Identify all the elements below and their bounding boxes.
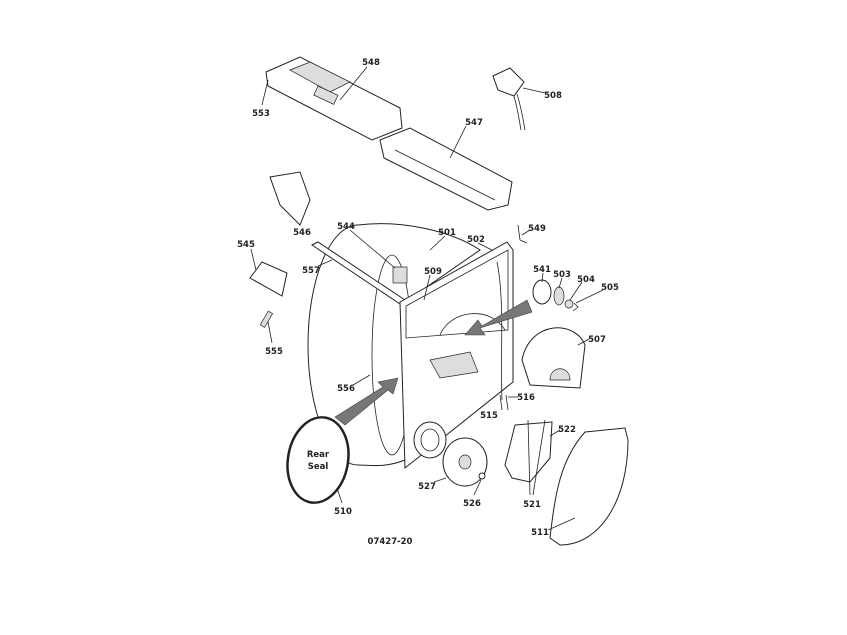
part-502-rear-panel: [399, 241, 514, 470]
label-522: 522: [558, 425, 576, 435]
part-507-filter-grille: [521, 327, 586, 389]
rear-seal-label-1: Rear: [307, 450, 330, 460]
leader-lines: [250, 66, 604, 531]
label-555: 555: [265, 347, 283, 357]
part-541-bearing-plate: [532, 279, 552, 305]
part-526: [478, 472, 486, 480]
drawing-number: 07427-20: [368, 537, 413, 547]
part-503: [553, 286, 565, 306]
part-555: [259, 310, 274, 328]
part-515-516-sensor: [499, 394, 509, 411]
label-549: 549: [528, 224, 546, 234]
label-511: 511: [531, 528, 549, 538]
label-547: 547: [465, 118, 483, 128]
label-544: 544: [337, 222, 355, 232]
label-521: 521: [523, 500, 541, 510]
label-548: 548: [362, 58, 380, 68]
part-510-rear-seal: Rear Seal: [286, 416, 350, 504]
label-527: 527: [418, 482, 436, 492]
part-527-fan: [442, 437, 488, 487]
label-516: 516: [517, 393, 535, 403]
rear-seal-label-2: Seal: [308, 462, 329, 472]
label-505: 505: [601, 283, 619, 293]
part-547-duct: [379, 127, 513, 211]
part-544-switch: [392, 266, 408, 284]
part-504: [564, 299, 574, 309]
label-501: 501: [438, 228, 456, 238]
label-507: 507: [588, 335, 606, 345]
part-548-top-panel: [265, 56, 403, 141]
part-505: [572, 302, 579, 312]
label-557: 557: [302, 266, 320, 276]
label-553: 553: [252, 109, 270, 119]
assembly-arrow-seal: [334, 377, 399, 426]
label-541: 541: [533, 265, 551, 275]
label-509: 509: [424, 267, 442, 277]
part-545: [249, 261, 288, 297]
label-508: 508: [544, 91, 562, 101]
label-503: 503: [553, 270, 571, 280]
part-546: [269, 171, 311, 226]
label-504: 504: [577, 275, 595, 285]
part-501-drum: [307, 223, 481, 467]
part-511-cover: [549, 427, 629, 546]
assembly-arrow-bearing: [464, 299, 533, 336]
part-549: [517, 224, 528, 244]
label-546: 546: [293, 228, 311, 238]
label-515: 515: [480, 411, 498, 421]
label-510: 510: [334, 507, 352, 517]
label-545: 545: [237, 240, 255, 250]
label-526: 526: [463, 499, 481, 509]
part-508-mains-plug: [492, 67, 526, 131]
label-502: 502: [467, 235, 485, 245]
part-labels: 548 553 508 547 546 544 501 502 549 545 …: [237, 58, 619, 547]
label-556: 556: [337, 384, 355, 394]
